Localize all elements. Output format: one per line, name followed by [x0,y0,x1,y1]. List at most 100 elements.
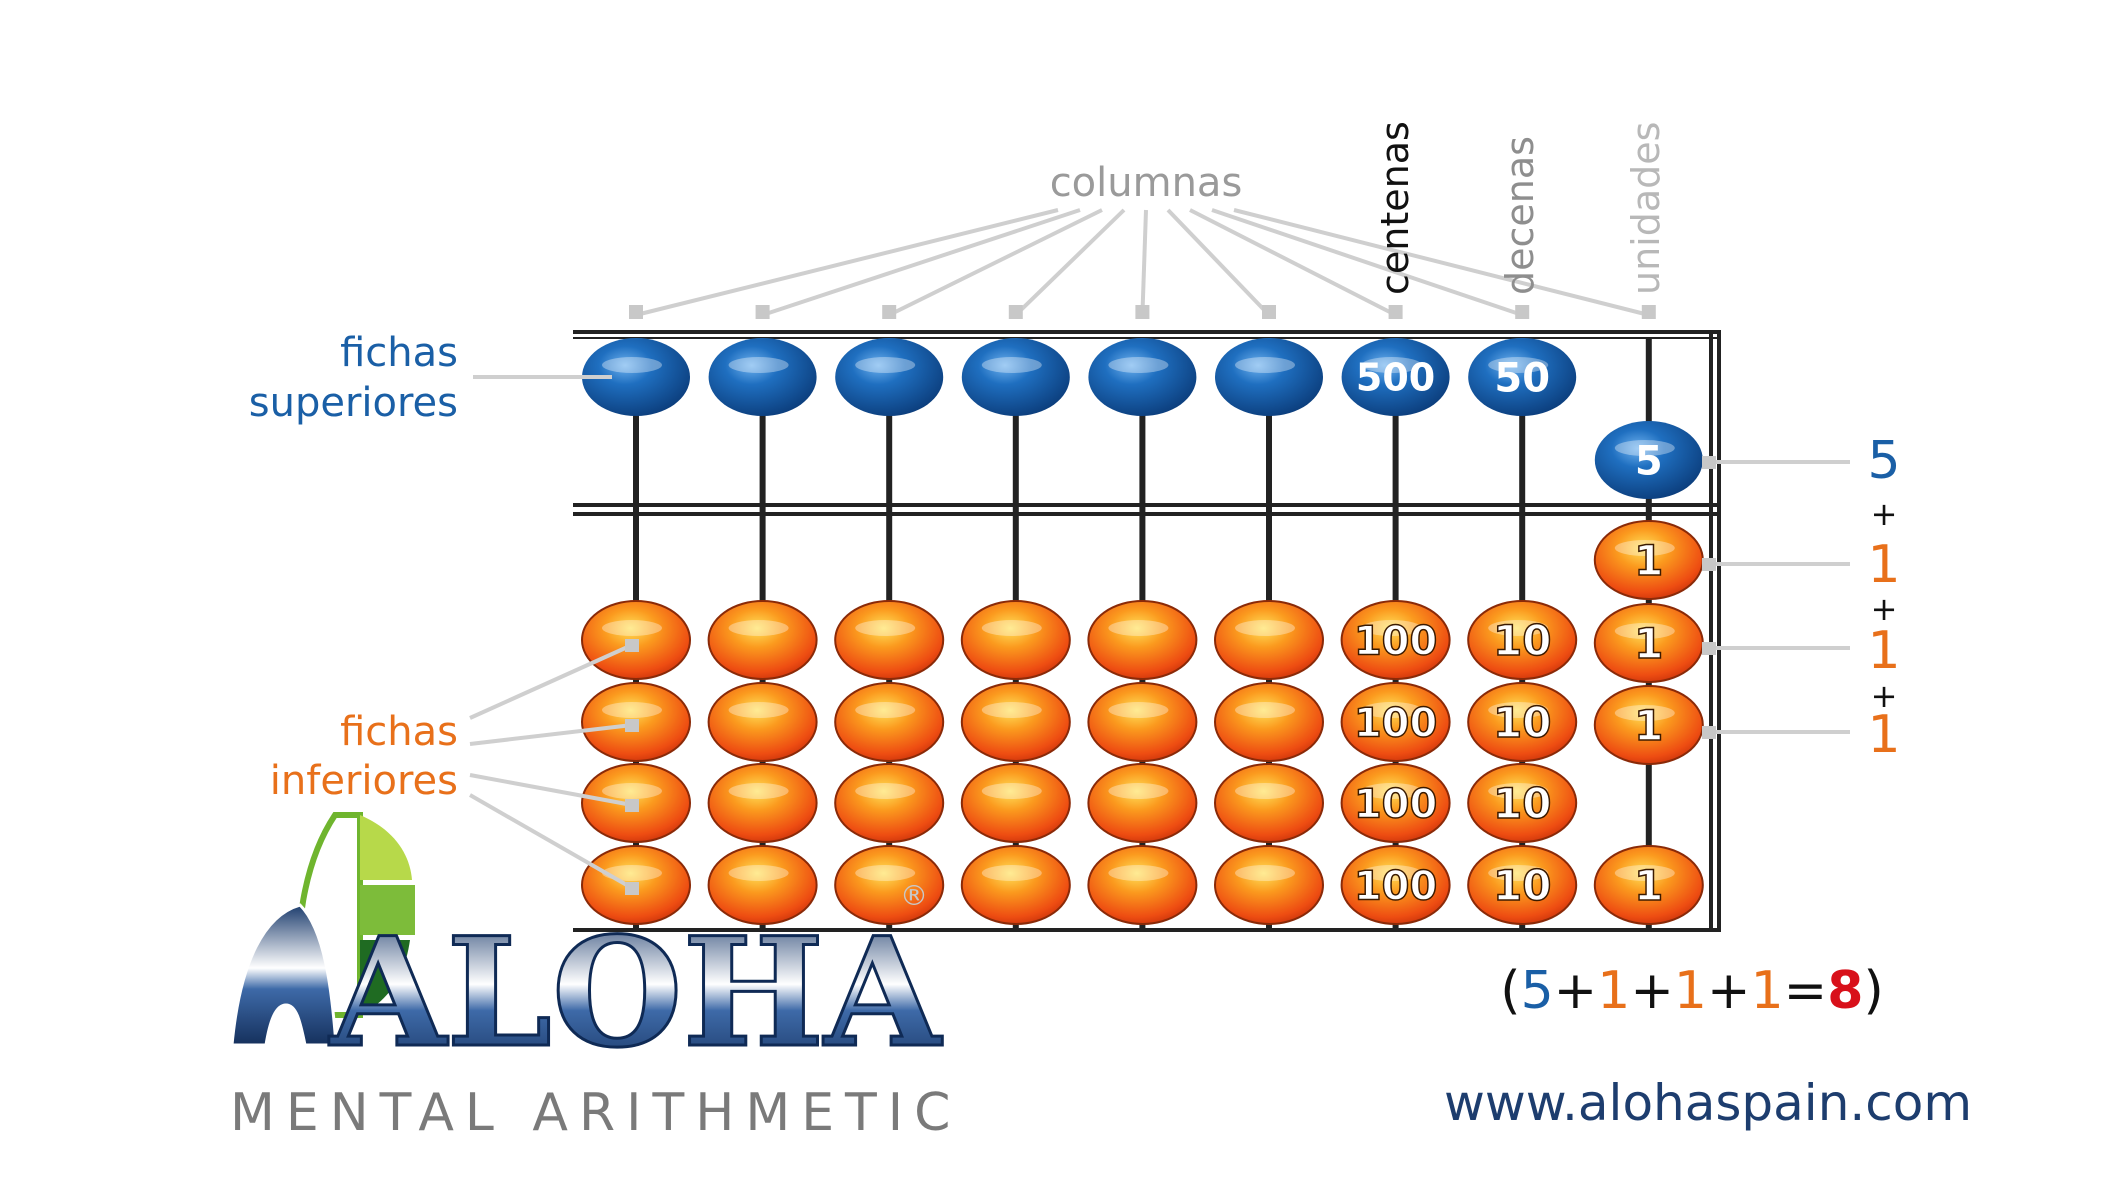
columnas-pointer-tip-8 [1515,305,1530,319]
upper-bead-8-body [1468,338,1577,416]
lower-bead-4-3-highlight [981,783,1042,799]
columnas-pointer-tip-7 [1388,305,1403,319]
equation-plus-3: + [1707,961,1751,1021]
lower-bead-2-2-highlight [728,702,789,718]
lower-bead-7-1: 100 [1340,600,1451,680]
upper-bead-4-highlight [981,357,1042,373]
lower-bead-3-3-body [834,763,945,843]
upper-bead-3 [835,338,944,416]
columnas-pointer-tip-3 [882,305,897,319]
lower-bead-4-2-highlight [981,702,1042,718]
unidades-label: unidades [1624,122,1668,295]
lower-bead-2-3-highlight [728,783,789,799]
columnas-pointer-4 [1014,208,1126,317]
lower-bead-7-2-body [1340,682,1451,762]
lower-bead-7-2: 100 [1340,682,1451,762]
columnas-pointer-tip-2 [755,305,770,319]
lower-bead-3-3 [834,763,945,843]
lower-bead-5-2-body [1087,682,1198,762]
lower-bead-9-4-body [1593,845,1704,925]
upper-bead-6-body [1215,338,1323,416]
fichas-superiores-label-1: fichas [340,330,458,376]
equation-term-2: 1 [1597,961,1630,1021]
lower-bead-5-1 [1087,600,1198,680]
lower-bead-7-3-value: 100 [1354,781,1438,827]
upper-bead-9-body [1594,421,1703,499]
lower-bead-2-4-highlight [728,865,789,881]
lower-bead-8-3: 10 [1467,763,1578,843]
lower-bead-8-4-body [1467,845,1578,925]
lower-bead-4-3-body [960,763,1071,843]
lower-bead-6-2-highlight [1235,702,1295,718]
lower-bead-9-1-highlight [1614,540,1675,556]
lower-bead-7-4-value: 100 [1354,863,1438,909]
upper-bead-5-highlight [1108,357,1169,373]
lower-bead-1-4-highlight [602,865,662,881]
columnas-pointer-9 [1233,208,1650,317]
lower-bead-9-2-value: 1 [1634,619,1663,668]
lower-bead-3-4-highlight [855,865,916,881]
abacus-frame [573,330,1721,932]
lower-bead-6-3-highlight [1235,783,1295,799]
lower-bead-8-4: 10 [1467,845,1578,925]
aloha-a-arch [230,903,338,1047]
lower-bead-1-1-highlight [602,620,662,636]
lower-bead-8-3-highlight [1488,783,1549,799]
lower-bead-5-4 [1087,845,1198,925]
lower-bead-5-1-highlight [1108,620,1169,636]
upper-bead-9: 5 [1594,421,1703,499]
lower-bead-2-4 [707,845,818,925]
lower-bead-5-3-highlight [1108,783,1169,799]
sum-term-2: 1 [1867,535,1900,595]
lower-bead-6-2 [1214,682,1324,762]
columnas-pointer-2 [761,208,1081,317]
upper-bead-9-value: 5 [1635,438,1663,484]
upper-bead-7-highlight [1361,357,1422,373]
lower-bead-9-2: 1 [1593,603,1704,683]
lower-bead-3-2-body [834,682,945,762]
lower-bead-9-3-body [1593,685,1704,765]
decenas-label: decenas [1498,136,1542,295]
lower-bead-2-3-body [707,763,818,843]
columnas-pointer-6 [1166,208,1271,317]
lower-bead-4-1-body [960,600,1071,680]
lower-bead-4-4-body [960,845,1071,925]
lower-bead-9-3-highlight [1614,705,1675,721]
fichas-superiores-label-2: superiores [249,380,458,426]
lower-bead-3-4-body [834,845,945,925]
lower-bead-8-2-highlight [1488,702,1549,718]
registered-mark: ® [900,879,928,912]
lower-bead-2-1 [707,600,818,680]
columnas-pointer-5 [1140,209,1148,316]
equation-term-1: 5 [1521,961,1554,1021]
lower-bead-8-3-value: 10 [1493,779,1551,828]
lower-bead-4-2 [960,682,1071,762]
upper-bead-1-body [582,338,690,416]
lower-bead-9-2-highlight [1614,623,1675,639]
equation-open-paren: ( [1500,961,1520,1021]
sum-term-1: 5 [1867,431,1900,491]
lower-bead-8-4-highlight [1488,865,1549,881]
sum-pointer-lines [1710,460,1850,734]
lower-bead-6-4 [1214,845,1324,925]
equation-plus-1: + [1554,961,1598,1021]
upper-bead-1-highlight [602,357,662,373]
equation: (5+1+1+1=8) [1500,961,1883,1021]
upper-bead-8: 50 [1468,338,1577,416]
equation-plus-2: + [1630,961,1674,1021]
upper-bead-7-body [1341,338,1450,416]
lower-bead-7-4-highlight [1361,865,1422,881]
lower-bead-7-1-value: 100 [1354,618,1438,664]
lower-bead-8-1-body [1467,600,1578,680]
lower-bead-7-3: 100 [1340,763,1451,843]
lower-bead-8-2: 10 [1467,682,1578,762]
equation-equals: = [1784,961,1828,1021]
lower-bead-8-4-value: 10 [1493,861,1551,910]
inferiores-pointer-lines [469,643,633,890]
lower-bead-3-3-highlight [855,783,916,799]
lower-bead-8-1-value: 10 [1493,616,1551,665]
upper-bead-7: 500 [1341,338,1450,416]
lower-bead-5-2 [1087,682,1198,762]
lower-bead-5-4-body [1087,845,1198,925]
